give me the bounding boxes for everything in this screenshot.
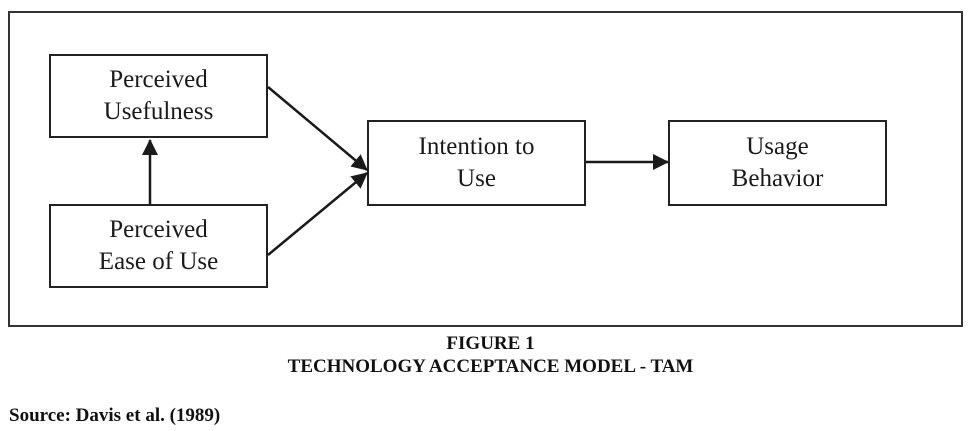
node-label-line: Behavior — [731, 165, 824, 192]
node-label-line: Perceived — [109, 216, 208, 243]
node-perceived-ease-of-use: Perceived Ease of Use — [49, 204, 268, 288]
node-label-line: Usage — [746, 133, 809, 160]
node-label-line: Ease of Use — [98, 248, 219, 275]
node-label: Intention to Use — [419, 131, 535, 195]
node-usage-behavior: Usage Behavior — [668, 120, 887, 206]
source-citation: Source: Davis et al. (1989) — [9, 405, 221, 426]
node-label-line: Use — [457, 165, 496, 192]
node-label: Perceived Usefulness — [104, 64, 214, 128]
node-intention-to-use: Intention to Use — [367, 120, 586, 206]
diagram-frame — [8, 11, 963, 327]
node-label: Perceived Ease of Use — [99, 214, 218, 278]
node-label-line: Intention to — [418, 133, 535, 160]
node-perceived-usefulness: Perceived Usefulness — [49, 54, 268, 138]
node-label-line: Usefulness — [103, 98, 214, 125]
node-label: Usage Behavior — [732, 131, 824, 195]
node-label-line: Perceived — [109, 66, 208, 93]
figure-number: FIGURE 1 — [446, 333, 535, 354]
figure-title: TECHNOLOGY ACCEPTANCE MODEL - TAM — [287, 356, 694, 377]
